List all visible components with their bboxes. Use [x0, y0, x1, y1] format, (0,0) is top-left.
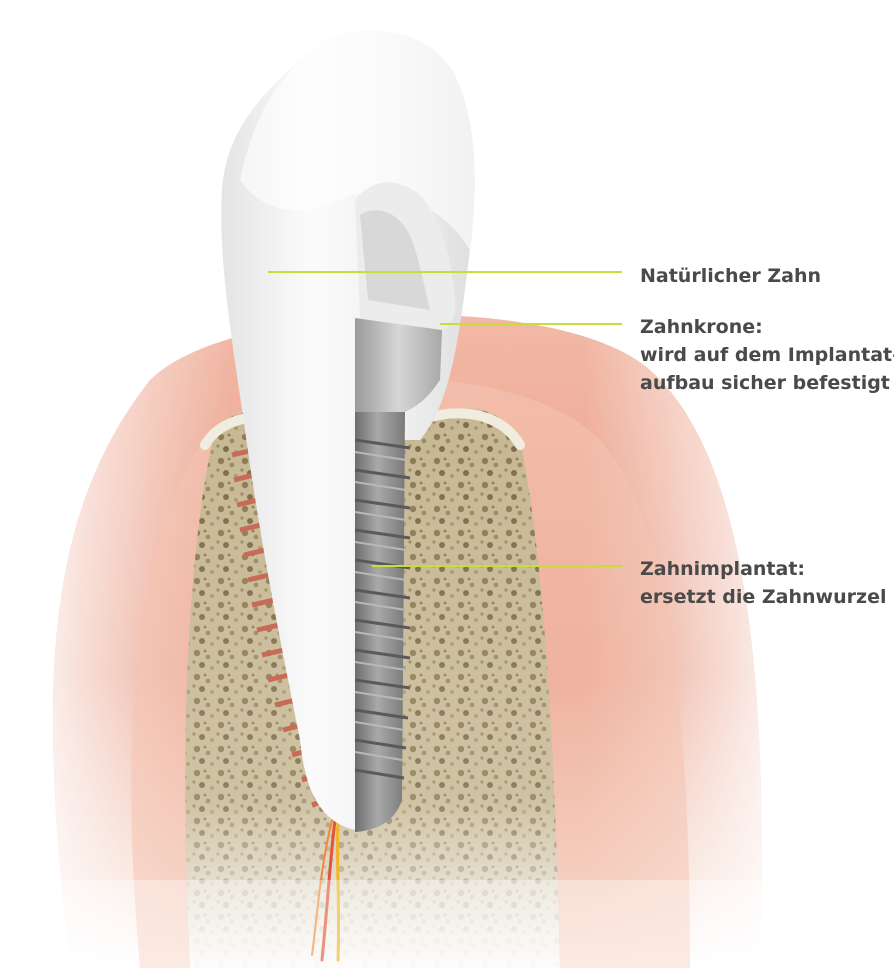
- label-implant-title: Zahnimplantat:: [640, 555, 886, 583]
- label-crown-line1: wird auf dem Implantat-: [640, 341, 894, 369]
- label-implant-line1: ersetzt die Zahnwurzel: [640, 583, 886, 611]
- label-natural-tooth-text: Natürlicher Zahn: [640, 262, 821, 290]
- label-natural-tooth: Natürlicher Zahn: [640, 262, 821, 290]
- label-crown: Zahnkrone: wird auf dem Implantat- aufba…: [640, 313, 894, 397]
- label-implant: Zahnimplantat: ersetzt die Zahnwurzel: [640, 555, 886, 611]
- label-crown-title: Zahnkrone:: [640, 313, 894, 341]
- implant: [355, 412, 410, 832]
- label-crown-line2: aufbau sicher befestigt: [640, 369, 894, 397]
